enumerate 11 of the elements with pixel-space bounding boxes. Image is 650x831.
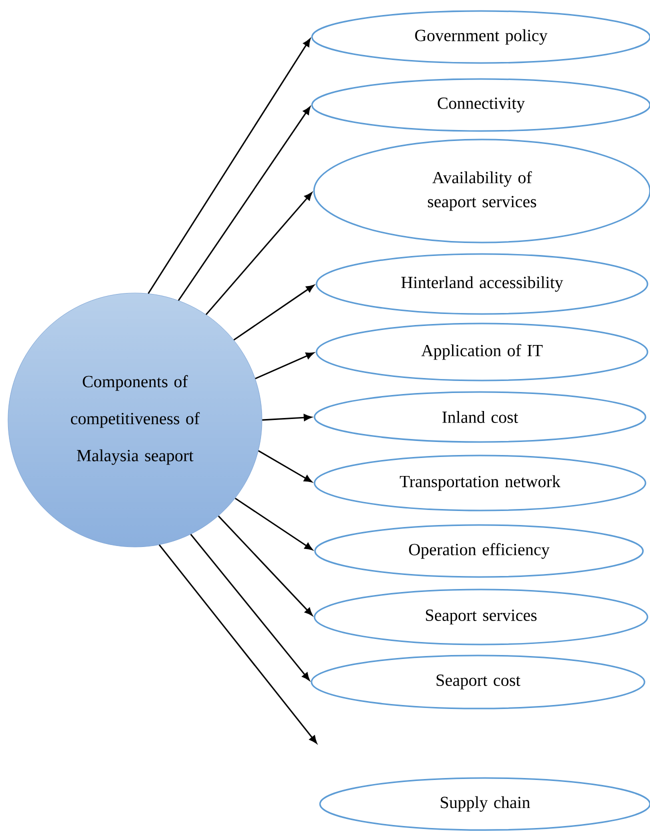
arrow [190, 534, 310, 681]
arrow [158, 544, 317, 744]
arrow [258, 450, 312, 482]
arrow [233, 284, 314, 341]
arrow [148, 38, 310, 294]
arrow [234, 498, 313, 550]
arrow [218, 516, 313, 616]
arrow [262, 414, 312, 421]
arrow [206, 192, 312, 315]
arrow [178, 106, 310, 301]
arrow [254, 352, 314, 380]
